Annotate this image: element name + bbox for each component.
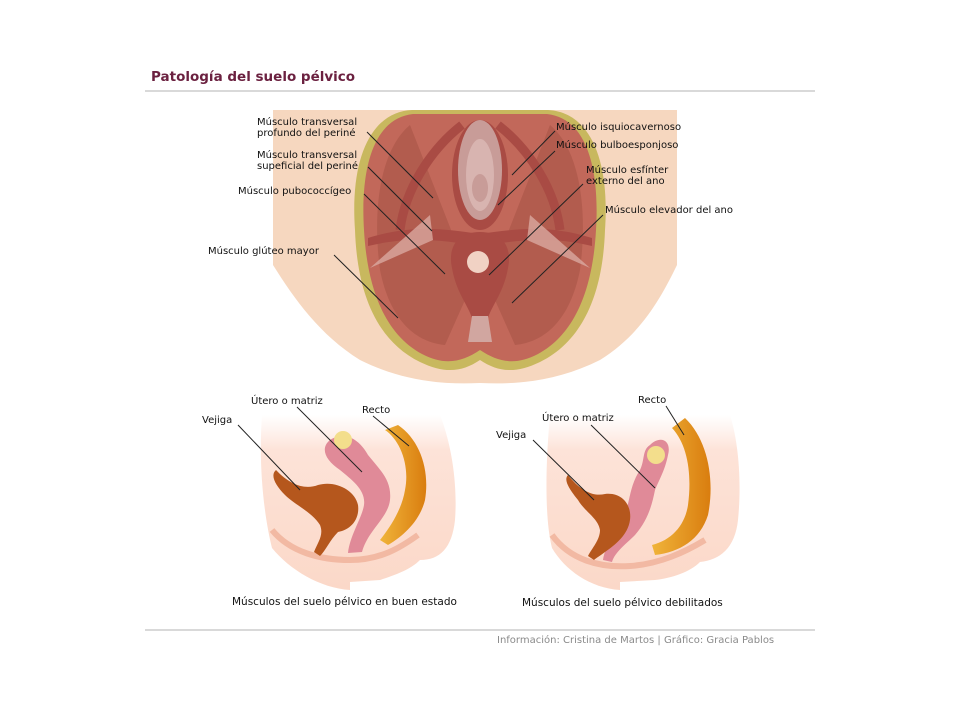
leader-vejiga-healthy [237,424,301,491]
label-vejiga-healthy: Vejiga [202,415,233,426]
leader-esfinter [488,183,584,276]
leader-recto-weak [665,405,685,436]
label-bulboesponjoso: Músculo bulboesponjoso [556,140,679,151]
credit-line: Información: Cristina de Martos | Gráfic… [497,635,775,646]
ischiocavernosus-right [495,121,565,231]
leader-vejiga-weak [532,439,595,501]
side-view-weak [546,415,740,590]
label-recto-healthy: Recto [362,405,391,416]
label-transverso-profundo: Músculo transversal profundo del periné [257,117,358,139]
label-utero-healthy: Útero o matriz [251,396,323,407]
label-transverso-superficial: Músculo transversal supeficial del perin… [257,150,359,172]
header-divider [145,90,815,92]
bladder-right [566,475,631,560]
ovary-left [334,431,352,449]
leader-transverso-profundo [366,131,434,199]
uterus-left [324,435,391,553]
pelvic-floor-right [549,533,707,570]
ligament-left [370,215,433,268]
anus [467,251,489,273]
leader-gluteo [333,254,399,319]
leader-lines-weak [532,405,685,501]
leader-utero-healthy [296,406,363,473]
leader-utero-weak [590,424,656,489]
ischiocavernosus-left [395,121,465,231]
caption-healthy: Músculos del suelo pélvico en buen estad… [232,596,457,608]
label-pubococcigeo: Músculo pubococcígeo [238,186,352,197]
label-utero-weak: Útero o matriz [542,413,614,424]
leader-transverso-superficial [367,166,433,232]
footer-divider [145,629,815,631]
vaginal-opening [472,174,488,202]
leader-lines-healthy [237,406,410,491]
leader-lines-top [333,130,604,319]
pelvic-floor-left [269,528,420,564]
label-vejiga-weak: Vejiga [496,430,527,441]
coccyx [468,316,492,342]
body-silhouette-left [260,415,456,590]
ligament-right [527,215,590,268]
label-esfinter: Músculo esfínter externo del ano [586,165,669,187]
bladder-left [273,470,359,556]
leader-pubococcigeo [363,193,446,275]
label-gluteo: Músculo glúteo mayor [208,246,319,257]
page-title: Patología del suelo pélvico [151,69,356,85]
side-view-healthy [260,415,456,590]
perineum-view [273,110,677,384]
leader-isquiocavernoso [511,130,556,176]
anal-sphincter [450,232,510,318]
leader-bulboesponjoso [497,150,556,206]
label-elevador: Músculo elevador del ano [605,205,734,216]
rectum-left [380,425,427,545]
rectum-right [652,418,711,555]
ovary-right [647,446,665,464]
label-isquiocavernoso: Músculo isquiocavernoso [556,122,682,133]
leader-recto-healthy [372,415,410,447]
label-recto-weak: Recto [638,395,667,406]
caption-weak: Músculos del suelo pélvico debilitados [522,597,723,609]
leader-elevador [511,214,604,304]
